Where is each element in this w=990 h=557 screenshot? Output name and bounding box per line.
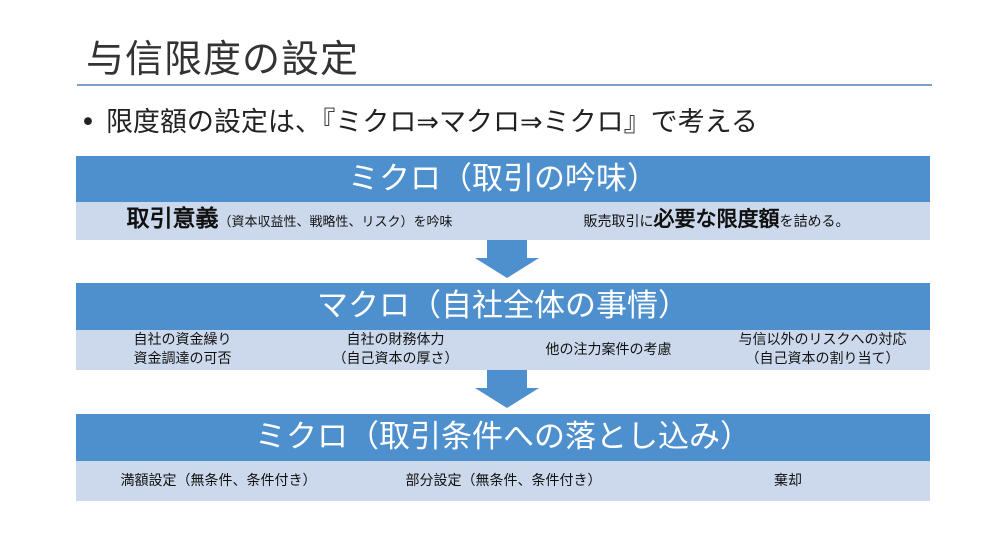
down-arrow-1-stem — [487, 240, 527, 258]
section2-item-1-line1: 自社の資金繰り — [133, 332, 232, 348]
bullet-dot: • — [80, 107, 96, 138]
down-arrow-1-icon — [475, 258, 539, 278]
section1-right-emph: 必要な限度額 — [653, 207, 780, 231]
section1-header: ミクロ（取引の吟味） — [76, 156, 930, 203]
section3-item-2: 部分設定（無条件、条件付き） — [405, 472, 602, 489]
section2-item-1: 自社の資金繰り 資金調達の可否 — [76, 331, 289, 369]
section2-header: マクロ（自社全体の事情） — [76, 283, 930, 330]
bullet-text: 限度額の設定は、『ミクロ⇒マクロ⇒ミクロ』で考える — [105, 107, 758, 138]
bullet-point: • 限度額の設定は、『ミクロ⇒マクロ⇒ミクロ』で考える — [80, 100, 758, 139]
section1-row: 取引意義（資本収益性、戦略性、リスク）を吟味 販売取引に必要な限度額を詰める。 — [76, 202, 930, 240]
section1-left-small: （資本収益性、戦略性、リスク）を吟味 — [218, 215, 453, 230]
section2-item-4-line2: （自己資本の割り当て） — [745, 351, 900, 367]
section2-item-2-line1: 自社の財務体力 — [346, 332, 445, 348]
section2-item-1-line2: 資金調達の可否 — [133, 351, 232, 367]
section1-right-post: を詰める。 — [779, 214, 850, 230]
section3-item-3: 棄却 — [774, 472, 802, 489]
section2-item-4: 与信以外のリスクへの対応 （自己資本の割り当て） — [715, 331, 930, 369]
down-arrow-2-stem — [487, 370, 527, 388]
section2-item-3-line1: 他の注力案件の考慮 — [545, 341, 672, 358]
section2-item-2-line2: （自己資本の厚さ） — [332, 351, 459, 367]
section1-left-big: 取引意義 — [126, 206, 219, 232]
slide-title: 与信限度の設定 — [86, 37, 360, 81]
section1-right-pre: 販売取引に — [583, 214, 654, 230]
section3-item-1: 満額設定（無条件、条件付き） — [120, 472, 317, 489]
section2-item-4-line1: 与信以外のリスクへの対応 — [738, 332, 907, 348]
title-divider — [77, 84, 932, 86]
section2-row: 自社の資金繰り 資金調達の可否 自社の財務体力 （自己資本の厚さ） 他の注力案件… — [76, 330, 930, 370]
section1-right: 販売取引に必要な限度額を詰める。 — [503, 207, 930, 232]
down-arrow-2-icon — [475, 388, 539, 408]
section3-header: ミクロ（取引条件への落とし込み） — [76, 414, 930, 461]
section1-left: 取引意義（資本収益性、戦略性、リスク）を吟味 — [76, 208, 503, 232]
section3-row: 満額設定（無条件、条件付き） 部分設定（無条件、条件付き） 棄却 — [76, 461, 930, 501]
section2-item-2: 自社の財務体力 （自己資本の厚さ） — [289, 331, 502, 369]
section2-item-3: 他の注力案件の考慮 — [502, 341, 715, 360]
